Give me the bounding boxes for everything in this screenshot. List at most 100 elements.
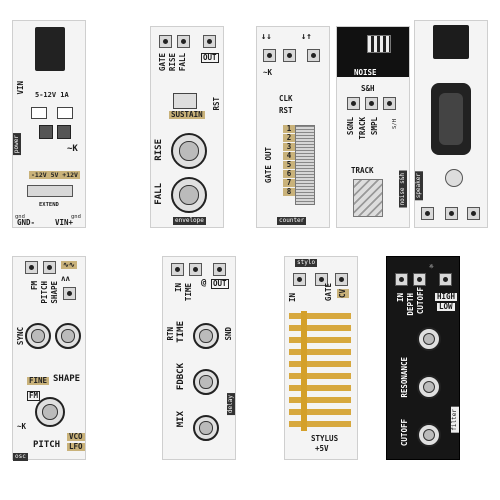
gate-label: GATE — [324, 283, 333, 302]
sh-label: S&H — [361, 84, 375, 93]
sgnl-label: SGNL — [346, 117, 355, 136]
spiral-icon: @ — [201, 278, 207, 288]
star-icon: ☼ — [429, 262, 434, 271]
out-label: OUT — [211, 279, 229, 289]
in-jack[interactable] — [395, 273, 408, 286]
fdbck-knob[interactable] — [193, 369, 219, 395]
filter-tab: filter — [451, 407, 459, 433]
gate-out-header[interactable] — [295, 125, 315, 205]
clk-jack[interactable] — [263, 49, 276, 62]
plus5v-label: +5V — [315, 444, 329, 453]
time-label: TIME — [176, 321, 186, 343]
filter-board: ☼ IN DEPTH CUTOFF HIGH LOW RESONANCE CUT… — [386, 256, 460, 460]
depth-label: DEPTH — [406, 293, 415, 316]
pitch-knob[interactable] — [35, 397, 65, 427]
out-jack[interactable] — [439, 273, 452, 286]
wave-icon: ∿∿ — [61, 261, 77, 269]
arrow-up-icon: ↓↑ — [301, 32, 312, 42]
gate-digit-8: 8 — [283, 188, 295, 196]
in-jack[interactable] — [171, 263, 184, 276]
sustain-label: SUSTAIN — [169, 110, 205, 119]
sh-small-label: S/H — [392, 119, 398, 129]
gate-jack[interactable] — [159, 35, 172, 48]
fm-jack[interactable] — [43, 261, 56, 274]
sgnl-jack[interactable] — [347, 97, 360, 110]
gate-jack[interactable] — [315, 273, 328, 286]
out-label: OUT — [201, 53, 219, 63]
smpl-jack[interactable] — [383, 97, 396, 110]
speaker-jack[interactable] — [445, 207, 458, 220]
mk-logo-icon: ~K — [67, 144, 78, 154]
rise-knob[interactable] — [171, 133, 207, 169]
resonance-knob[interactable] — [417, 375, 441, 399]
snd-label: SND — [224, 327, 233, 341]
vin-plus-label: VIN+ — [55, 218, 74, 227]
regulator — [31, 107, 47, 119]
dc-barrel-jack[interactable] — [35, 27, 65, 71]
extend-label: EXTEND — [39, 202, 59, 208]
fall-knob[interactable] — [171, 177, 207, 213]
rise-label: RISE — [154, 139, 164, 161]
out-jack[interactable] — [203, 35, 216, 48]
gate-label: GATE — [158, 53, 167, 72]
in-jack[interactable] — [293, 273, 306, 286]
noise-label: NOISE — [351, 69, 380, 77]
noise-header[interactable] — [367, 35, 391, 53]
clk-label: CLK — [279, 94, 293, 103]
regulator — [57, 107, 73, 119]
depth-knob[interactable] — [417, 327, 441, 351]
noise-panel — [337, 27, 409, 77]
time-jack[interactable] — [189, 263, 202, 276]
gate-digit-7: 7 — [283, 179, 295, 187]
gnd-label: gnd — [15, 214, 25, 220]
osc-board: ∿∿ ʌʌ FM PITCH SHAPE SYNC FINE SHAPE FM … — [12, 256, 86, 461]
noise-sh-board: NOISE S&H SGNL TRACK SMPL S/H TRACK nois… — [336, 26, 410, 228]
speaker-tab: speaker — [415, 171, 423, 201]
speaker-jack[interactable] — [467, 207, 480, 220]
gnd-minus-label: GND- — [17, 218, 36, 227]
in-label: IN — [396, 293, 405, 303]
sustain-switch[interactable] — [173, 93, 197, 109]
gate-digit-6: 6 — [283, 170, 295, 178]
track-pad[interactable] — [353, 179, 383, 217]
cutoff-knob[interactable] — [417, 423, 441, 447]
in-label: IN — [288, 293, 297, 303]
cv-jack[interactable] — [335, 273, 348, 286]
rst-label: RST — [279, 106, 293, 115]
time-knob[interactable] — [193, 323, 219, 349]
smpl-label: SMPL — [370, 117, 379, 136]
vco-out-jack[interactable] — [63, 287, 76, 300]
out-jack[interactable] — [307, 49, 320, 62]
mk-logo-icon: ~K — [17, 422, 27, 431]
high-label: HIGH — [435, 292, 458, 301]
speaker-jack[interactable] — [421, 207, 434, 220]
vol-knob[interactable] — [445, 169, 463, 187]
power-tab: power — [13, 133, 21, 156]
in-label: IN — [174, 283, 183, 293]
rise-jack[interactable] — [177, 35, 190, 48]
delay-tab: delay — [227, 393, 235, 416]
shape-label: SHAPE — [53, 374, 81, 384]
track-in-label: TRACK — [358, 117, 367, 140]
cutoff-label: CUTOFF — [400, 419, 409, 447]
shape-knob[interactable] — [55, 323, 81, 349]
track-jack[interactable] — [365, 97, 378, 110]
counter-tab: counter — [277, 217, 307, 225]
stylo-keyboard[interactable] — [289, 311, 351, 431]
fall-label: FALL — [154, 183, 164, 205]
cv-label: CV — [337, 289, 349, 299]
sync-label: SYNC — [16, 327, 25, 346]
rail-header — [27, 185, 73, 197]
delay-board: IN TIME @ OUT RTN TIME SND FDBCK MIX del… — [162, 256, 236, 460]
rtn-label: RTN — [166, 327, 175, 341]
depth-jack[interactable] — [413, 273, 426, 286]
mix-knob[interactable] — [193, 415, 219, 441]
out-jack[interactable] — [213, 263, 226, 276]
gnd-label: gnd — [71, 214, 81, 220]
sync-jack[interactable] — [25, 261, 38, 274]
gate-digit-5: 5 — [283, 161, 295, 169]
rst-jack[interactable] — [283, 49, 296, 62]
fine-knob[interactable] — [25, 323, 51, 349]
audio-jack[interactable] — [433, 25, 469, 59]
vco-label: VCO — [67, 432, 85, 441]
